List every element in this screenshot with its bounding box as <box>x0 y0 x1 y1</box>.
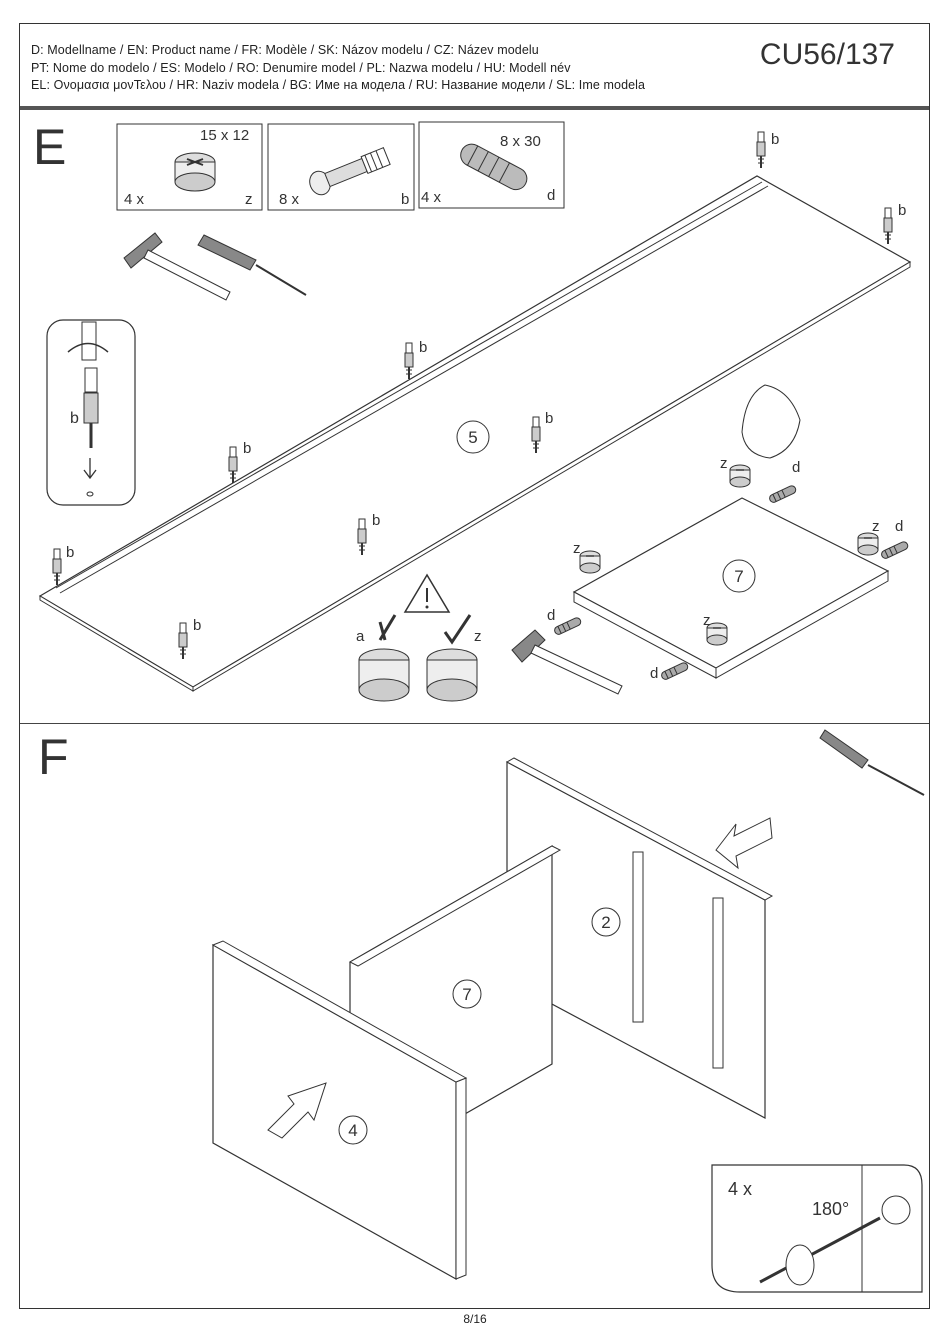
peg-d <box>879 540 910 561</box>
screwdriver-icon <box>819 729 925 796</box>
dowel-inset <box>46 319 136 506</box>
part-size-cam: 15 x 12 <box>200 127 249 144</box>
label-z: z <box>720 455 728 472</box>
panel-5-marker <box>456 420 490 454</box>
hammer-icon <box>511 629 623 695</box>
label-z: z <box>474 628 482 645</box>
page-frame: D: Modellname / EN: Product name / FR: M… <box>19 23 930 1309</box>
dowel-b <box>531 416 541 454</box>
step-f-letter: F <box>38 729 69 785</box>
panel-7-number: 7 <box>734 567 743 586</box>
label-a: a <box>356 628 365 645</box>
peg-d <box>659 661 690 682</box>
label-b: b <box>771 131 779 148</box>
panel-5-number: 5 <box>468 428 477 447</box>
label-b: b <box>545 410 553 427</box>
peg-d <box>767 484 798 505</box>
label-b: b <box>243 440 251 457</box>
dowel-b <box>883 207 893 245</box>
dowel-b <box>178 622 188 660</box>
header-line-2: PT: Nome do modelo / ES: Modelo / RO: De… <box>31 61 571 75</box>
warning-icon <box>403 573 451 613</box>
panel-4 <box>211 940 468 1281</box>
part-box-dowel <box>267 123 415 211</box>
part-code-cam: z <box>245 191 253 208</box>
header: D: Modellname / EN: Product name / FR: M… <box>20 24 929 110</box>
part-size-peg: 8 x 30 <box>500 133 541 150</box>
part-qty-peg: 4 x <box>421 189 442 206</box>
header-line-3: EL: Ονομασια μονΤελου / HR: Naziv modela… <box>31 78 646 92</box>
header-line-1: D: Modellname / EN: Product name / FR: M… <box>31 43 539 57</box>
cam-correct <box>426 614 478 702</box>
part-qty-dowel: 8 x <box>279 191 300 208</box>
hand-icon <box>741 384 801 459</box>
hammer-icon <box>123 232 231 301</box>
section-divider <box>20 723 929 724</box>
part-code-dowel: b <box>401 191 409 208</box>
part-box-cam <box>116 123 263 211</box>
panel-2-number: 2 <box>601 913 610 932</box>
page-number: 8/16 <box>463 1312 487 1326</box>
screwdriver-icon <box>197 234 307 296</box>
model-code: CU56/137 <box>759 38 895 71</box>
part-qty-cam: 4 x <box>124 191 145 208</box>
panel-7-large-number: 7 <box>462 985 471 1004</box>
label-d: d <box>792 459 800 476</box>
label-b: b <box>419 339 427 356</box>
inset-qty: 4 x <box>728 1179 752 1199</box>
rotation-inset <box>711 1164 923 1293</box>
arrow-right-icon <box>267 1082 327 1139</box>
cam-z <box>729 464 751 488</box>
panel-4-number: 4 <box>348 1121 357 1140</box>
dowel-b <box>228 446 238 484</box>
part-code-peg: d <box>547 187 555 204</box>
label-z: z <box>573 540 581 557</box>
label-d: d <box>895 518 903 535</box>
dowel-b <box>404 342 414 380</box>
panel-7-large-marker <box>452 979 482 1009</box>
panel-7-marker <box>722 559 756 593</box>
cam-z <box>857 532 879 556</box>
label-b: b <box>193 617 201 634</box>
step-e-letter: E <box>33 119 67 175</box>
label-b: b <box>66 544 74 561</box>
label-z: z <box>872 518 880 535</box>
label-d: d <box>547 607 555 624</box>
part-box-peg <box>418 121 565 209</box>
dowel-b <box>357 518 367 556</box>
dowel-b <box>756 131 766 169</box>
arrow-left-icon <box>715 817 773 870</box>
label-d: d <box>650 665 658 682</box>
dowel-b <box>52 548 62 586</box>
label-b: b <box>372 512 380 529</box>
panel-2-marker <box>591 907 621 937</box>
peg-d <box>552 616 583 637</box>
label-z: z <box>703 612 711 629</box>
cam-wrong <box>358 614 410 702</box>
inset-label-b: b <box>70 410 79 427</box>
label-b: b <box>898 202 906 219</box>
cam-z <box>579 550 601 574</box>
panel-2 <box>505 757 774 1120</box>
inset-rotation: 180° <box>812 1199 849 1219</box>
panel-4-marker <box>338 1115 368 1145</box>
